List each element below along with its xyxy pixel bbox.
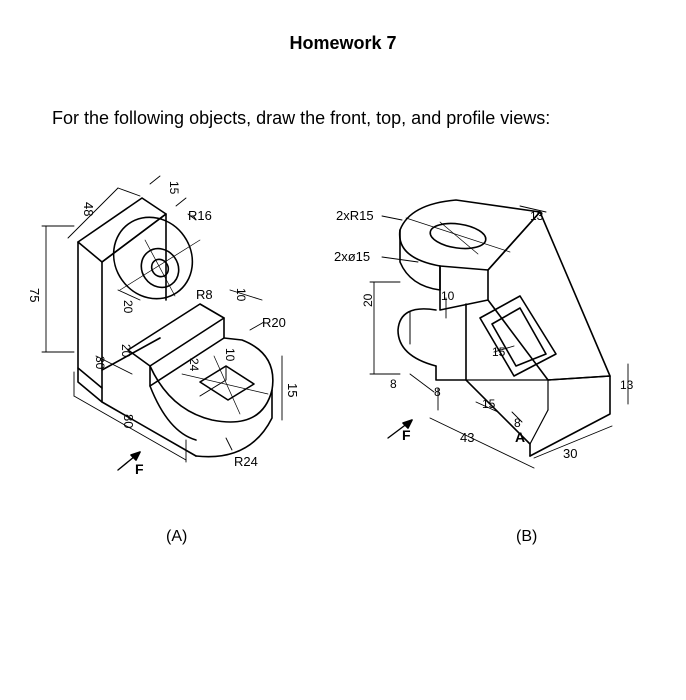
b-window-outer xyxy=(479,295,557,377)
b-arm-front xyxy=(439,265,489,311)
a-base-left xyxy=(101,387,197,457)
a-lug-front xyxy=(195,389,273,458)
b-dim-13a: 13 xyxy=(530,209,544,223)
b-arm-top-right xyxy=(439,211,541,271)
a-dim-24: 24 xyxy=(187,358,201,372)
b-dim-r15: 2xR15 xyxy=(336,208,374,223)
a-rib-side xyxy=(149,317,225,387)
a-dim-20b: 20 xyxy=(119,344,133,358)
b-dim-8c: 8 xyxy=(514,416,521,430)
b-lower-lug-front xyxy=(435,303,467,381)
figure-a-labels: 48 75 15 R16 R8 10 R20 20 20 30 24 10 15… xyxy=(27,181,300,477)
instructions-text: For the following objects, draw the fron… xyxy=(52,108,551,128)
b-corner-a: A xyxy=(515,429,525,445)
b-dim-8a: 8 xyxy=(390,377,397,391)
b-dim-20: 20 xyxy=(361,293,375,307)
b-main-right xyxy=(529,375,611,457)
figure-a-drawing xyxy=(41,175,283,471)
a-dim-r24: R24 xyxy=(234,454,258,469)
a-lug-edge xyxy=(149,385,197,441)
b-main-slope xyxy=(487,211,611,381)
b-dim-dia15: 2xø15 xyxy=(334,249,370,264)
figure-b-drawing xyxy=(369,199,629,469)
a-dim-15: 15 xyxy=(167,181,181,195)
a-dim-80: 80 xyxy=(121,414,136,428)
a-dim-30: 30 xyxy=(93,356,107,370)
a-boss-inner xyxy=(140,247,180,289)
a-front-label: F xyxy=(135,461,144,477)
b-arm-hole xyxy=(429,222,487,250)
a-base-top xyxy=(101,337,161,371)
caption-a: (A) xyxy=(166,528,188,545)
caption-b: (B) xyxy=(516,528,538,545)
b-dim-15b: 15 xyxy=(482,397,496,411)
a-dimension-lines xyxy=(41,175,283,463)
b-dim-13b: 13 xyxy=(620,378,634,392)
b-dim-30: 30 xyxy=(563,446,577,461)
b-lower-lug xyxy=(397,308,437,367)
b-arm-top xyxy=(398,199,541,267)
a-square-hole xyxy=(199,365,255,401)
b-dimension-lines xyxy=(369,205,629,469)
a-boss-outer xyxy=(112,216,194,300)
b-dim-10: 10 xyxy=(441,289,455,303)
a-dim-10a: 10 xyxy=(234,288,248,302)
a-dim-r8: R8 xyxy=(196,287,213,302)
a-boss-hole xyxy=(150,258,170,278)
b-dim-8b: 8 xyxy=(434,385,441,399)
b-window-inner xyxy=(491,307,547,367)
b-front-label: F xyxy=(402,427,411,443)
a-dim-20a: 20 xyxy=(121,300,135,314)
a-lug-top xyxy=(149,337,274,423)
a-dim-10b: 10 xyxy=(223,348,237,362)
a-dim-15b: 15 xyxy=(285,383,300,397)
a-dim-75: 75 xyxy=(27,288,42,302)
a-rib xyxy=(127,303,225,367)
b-dim-43: 43 xyxy=(460,430,474,445)
a-dim-48: 48 xyxy=(81,202,96,216)
a-base-bottom xyxy=(77,367,103,403)
a-wall-face xyxy=(101,213,167,301)
page-title: Homework 7 xyxy=(289,33,397,53)
a-dim-r20: R20 xyxy=(262,315,286,330)
a-dim-r16: R16 xyxy=(188,208,212,223)
b-dim-15a: 15 xyxy=(492,345,506,359)
figure-b-labels: 2xR15 2xø15 20 10 13 15 8 8 15 8 43 A 13… xyxy=(334,208,634,461)
